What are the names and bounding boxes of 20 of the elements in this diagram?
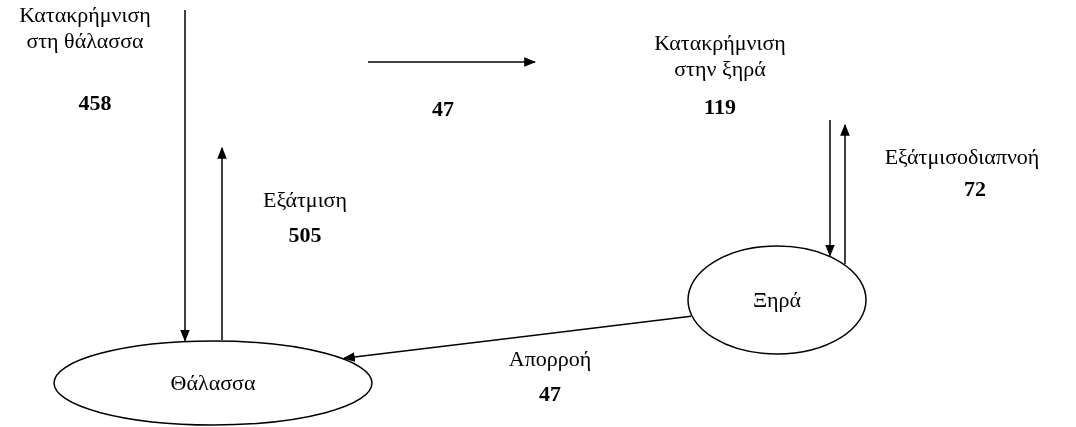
flow-value: 47	[431, 96, 455, 122]
arrow	[840, 123, 850, 265]
flow-label: Εξάτμιση	[262, 187, 348, 213]
arrow	[180, 9, 190, 342]
arrow	[825, 119, 835, 257]
flow-value: 458	[77, 90, 113, 116]
flow-label: Κατακρήμνιση στη θάλασσα	[18, 2, 152, 54]
flow-label: Κατακρήμνιση στην ξηρά	[653, 30, 787, 82]
flow-value: 119	[703, 94, 737, 120]
flow-value: 505	[287, 222, 323, 248]
node-label: Θάλασσα	[170, 370, 256, 396]
flow-value: 47	[538, 381, 562, 407]
node-label: Ξηρά	[752, 287, 802, 313]
flow-label: Εξάτμισοδιαπνοή	[883, 144, 1041, 170]
arrow	[342, 315, 692, 362]
arrow	[217, 146, 227, 341]
flow-value: 72	[963, 176, 987, 202]
flow-label: Απορροή	[507, 346, 593, 372]
land-ellipse	[687, 245, 867, 355]
sea-ellipse	[53, 340, 373, 426]
